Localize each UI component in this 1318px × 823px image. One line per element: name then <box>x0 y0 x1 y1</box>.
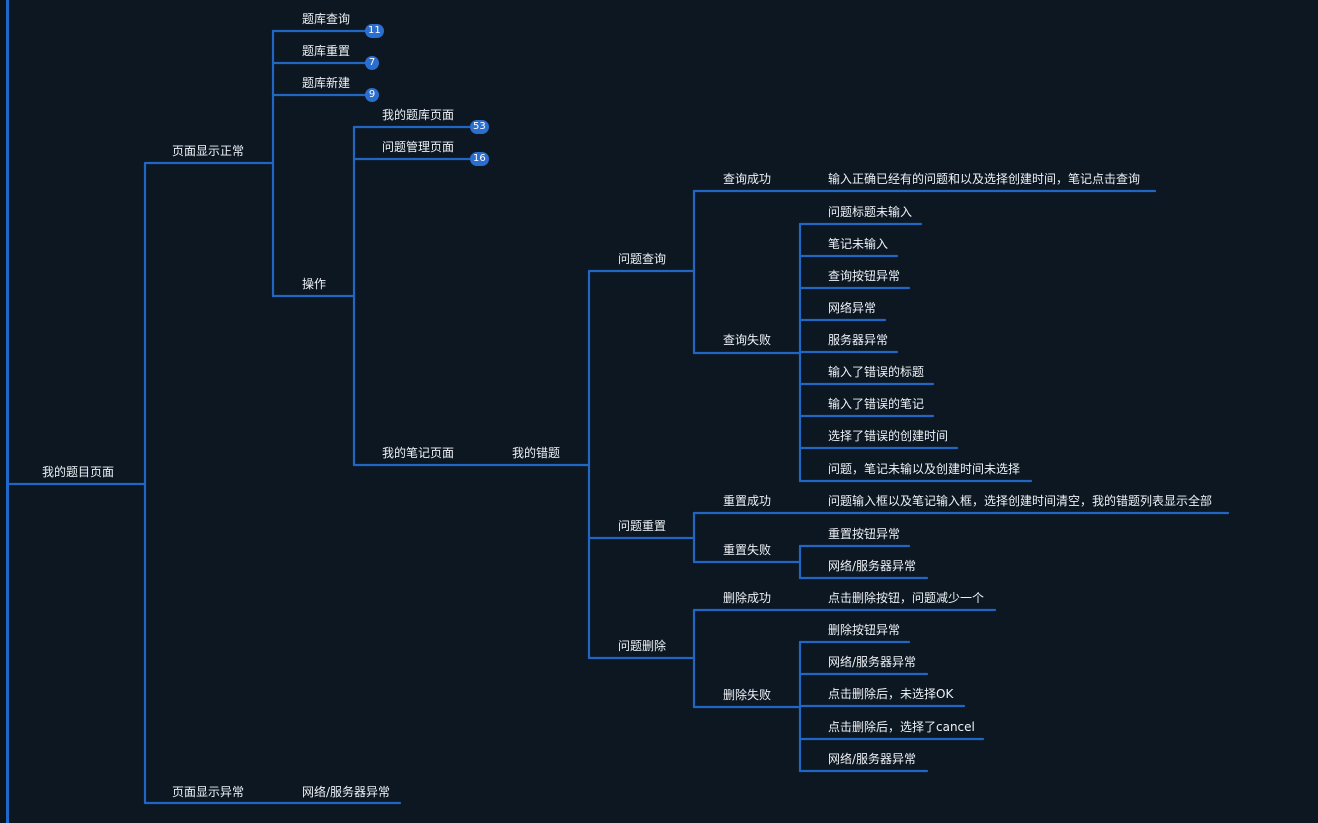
left-edge-connector <box>6 0 9 823</box>
count-badge-bank-query[interactable]: 11 <box>365 24 384 38</box>
count-badge-my-bank-page[interactable]: 53 <box>470 120 489 134</box>
node-bank-new[interactable]: 题库新建 <box>302 76 351 90</box>
node-query-failure-item[interactable]: 问题标题未输入 <box>828 205 913 219</box>
left-edge-panel <box>0 0 6 823</box>
node-delete-success[interactable]: 删除成功 <box>723 591 772 605</box>
node-operation[interactable]: 操作 <box>302 277 327 291</box>
node-bank-reset[interactable]: 题库重置 <box>302 44 351 58</box>
node-delete-failure-item[interactable]: 点击删除后，选择了cancel <box>828 720 975 734</box>
node-reset-failure[interactable]: 重置失败 <box>723 543 772 557</box>
node-question-reset[interactable]: 问题重置 <box>618 519 667 533</box>
node-delete-failure-item[interactable]: 删除按钮异常 <box>828 623 901 637</box>
node-delete-failure[interactable]: 删除失败 <box>723 688 772 702</box>
count-badge-question-admin-page[interactable]: 16 <box>470 152 489 166</box>
node-delete-failure-item[interactable]: 点击删除后，未选择OK <box>828 687 954 701</box>
count-badge-bank-new[interactable]: 9 <box>365 88 379 102</box>
node-question-admin-page[interactable]: 问题管理页面 <box>382 140 455 154</box>
node-query-failure-item[interactable]: 查询按钮异常 <box>828 269 901 283</box>
node-query-failure-item[interactable]: 服务器异常 <box>828 333 889 347</box>
node-delete-failure-item[interactable]: 网络/服务器异常 <box>828 752 917 766</box>
node-query-failure-item[interactable]: 选择了错误的创建时间 <box>828 429 949 443</box>
node-reset-failure-item[interactable]: 网络/服务器异常 <box>828 559 917 573</box>
count-badge-bank-reset[interactable]: 7 <box>365 56 379 70</box>
node-reset-failure-item[interactable]: 重置按钮异常 <box>828 527 901 541</box>
node-query-failure-item[interactable]: 输入了错误的笔记 <box>828 397 925 411</box>
node-question-query[interactable]: 问题查询 <box>618 252 667 266</box>
node-query-failure[interactable]: 查询失败 <box>723 333 772 347</box>
node-reset-success-detail[interactable]: 问题输入框以及笔记输入框，选择创建时间清空，我的错题列表显示全部 <box>828 494 1213 508</box>
node-query-success[interactable]: 查询成功 <box>723 172 772 186</box>
node-query-success-detail[interactable]: 输入正确已经有的问题和以及选择创建时间，笔记点击查询 <box>828 172 1141 186</box>
node-my-mistakes[interactable]: 我的错题 <box>512 446 561 460</box>
node-reset-success[interactable]: 重置成功 <box>723 494 772 508</box>
node-root[interactable]: 我的题目页面 <box>42 465 115 479</box>
node-bank-query[interactable]: 题库查询 <box>302 12 351 26</box>
node-abnormal-network[interactable]: 网络/服务器异常 <box>302 785 391 799</box>
node-notes-page[interactable]: 我的笔记页面 <box>382 446 455 460</box>
node-delete-success-detail[interactable]: 点击删除按钮，问题减少一个 <box>828 591 985 605</box>
node-page-normal[interactable]: 页面显示正常 <box>172 144 245 158</box>
node-query-failure-item[interactable]: 网络异常 <box>828 301 877 315</box>
node-question-delete[interactable]: 问题删除 <box>618 639 667 653</box>
node-my-bank-page[interactable]: 我的题库页面 <box>382 108 455 122</box>
node-query-failure-item[interactable]: 问题，笔记未输以及创建时间未选择 <box>828 462 1021 476</box>
node-query-failure-item[interactable]: 输入了错误的标题 <box>828 365 925 379</box>
node-query-failure-item[interactable]: 笔记未输入 <box>828 237 889 251</box>
node-page-abnormal[interactable]: 页面显示异常 <box>172 785 245 799</box>
node-delete-failure-item[interactable]: 网络/服务器异常 <box>828 655 917 669</box>
